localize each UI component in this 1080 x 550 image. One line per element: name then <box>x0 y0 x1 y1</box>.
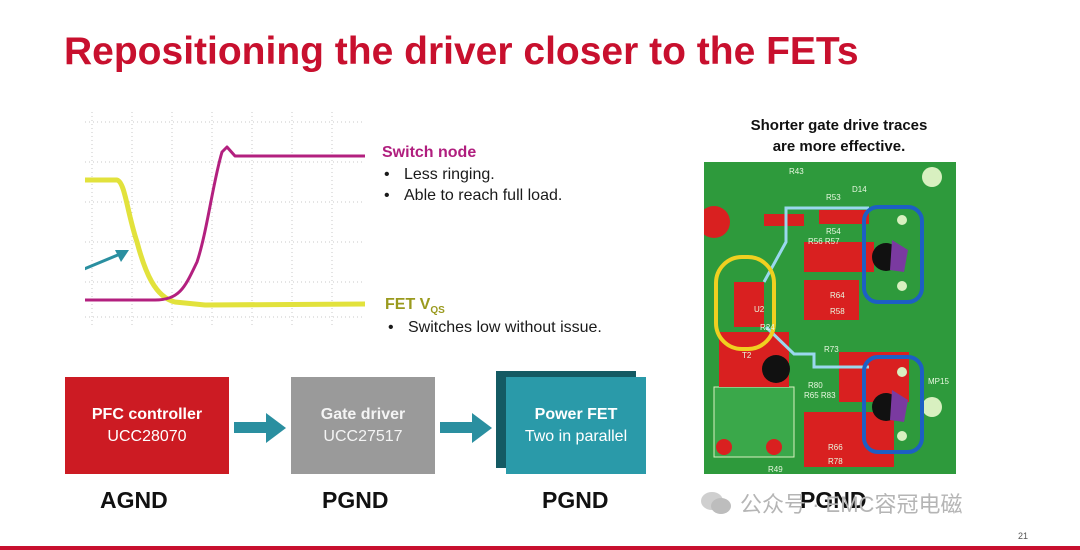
svg-text:R24: R24 <box>760 323 775 332</box>
footer-bar <box>0 546 1080 550</box>
bullet-item: Less ringing. <box>382 164 562 185</box>
svg-text:R78: R78 <box>828 457 843 466</box>
bullet-item: Switches low without issue. <box>386 317 602 338</box>
svg-text:R53: R53 <box>826 193 841 202</box>
ground-label-pgnd: PGND <box>322 487 389 513</box>
svg-text:R49: R49 <box>768 465 783 474</box>
arrow-right-icon <box>440 413 492 443</box>
fet-vqs-bullets: Switches low without issue. <box>386 317 602 338</box>
svg-text:R65 R83: R65 R83 <box>804 391 836 400</box>
wechat-icon <box>701 492 731 514</box>
arrow-right-icon <box>234 413 286 443</box>
switch-node-heading: Switch node <box>382 144 477 161</box>
svg-text:R43: R43 <box>789 167 804 176</box>
watermark: 公众号 · EMC容冠电磁 <box>700 487 962 519</box>
svg-text:R73: R73 <box>824 345 839 354</box>
svg-text:D14: D14 <box>852 185 867 194</box>
svg-text:R66: R66 <box>828 443 843 452</box>
block-title: PFC controller <box>91 405 203 423</box>
block-title: Gate driver <box>320 405 406 423</box>
svg-text:T2: T2 <box>742 351 752 360</box>
pcb-caption: Shorter gate drive traces are more effec… <box>750 117 928 155</box>
switch-node-bullets: Less ringing. Able to reach full load. <box>382 164 562 206</box>
gate-driver-block: Gate driver UCC27517 <box>291 377 435 474</box>
svg-text:R54: R54 <box>826 227 841 236</box>
switch-node-trace <box>85 145 365 302</box>
pfc-controller-block: PFC controller UCC28070 <box>65 377 229 474</box>
page-number: 21 <box>1018 531 1029 541</box>
block-part: UCC28070 <box>107 427 187 445</box>
scope-waveform <box>85 112 365 327</box>
bullet-item: Able to reach full load. <box>382 185 562 206</box>
svg-text:R80: R80 <box>808 381 823 390</box>
svg-text:R64: R64 <box>830 291 845 300</box>
ground-label-pgnd: PGND <box>542 487 609 513</box>
block-part: Two in parallel <box>524 427 628 445</box>
block-title: Power FET <box>534 405 618 423</box>
svg-text:U2: U2 <box>754 305 765 314</box>
pointer-arrow <box>85 250 126 271</box>
fet-vqs-heading: FET VQS <box>385 296 445 317</box>
block-part: UCC27517 <box>323 427 403 445</box>
slide-title: Repositioning the driver closer to the F… <box>64 30 859 73</box>
power-fet-block: Power FET Two in parallel <box>506 377 646 474</box>
svg-text:R58: R58 <box>830 307 845 316</box>
svg-text:R56 R57: R56 R57 <box>808 237 840 246</box>
watermark-text: 公众号 · EMC容冠电磁 <box>740 492 963 517</box>
ground-label-agnd: AGND <box>100 487 168 513</box>
svg-text:MP15: MP15 <box>928 377 949 386</box>
ground-label-pgnd: PGND <box>800 487 867 513</box>
